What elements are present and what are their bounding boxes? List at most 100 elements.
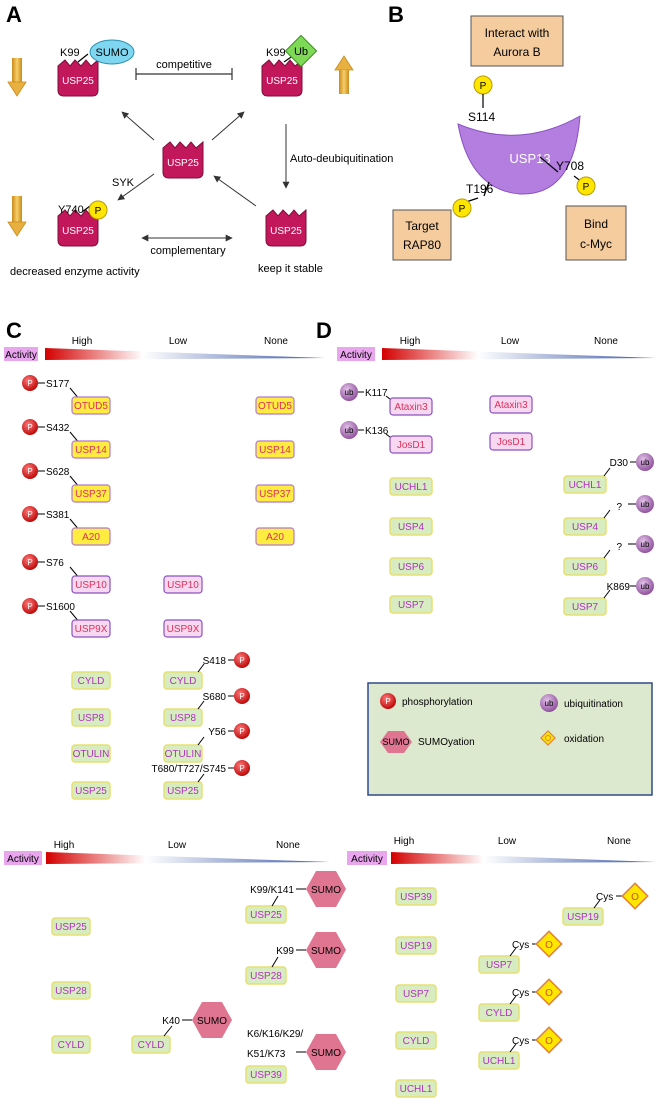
protein-box (395, 887, 437, 906)
svg-text:JosD1: JosD1 (397, 440, 426, 451)
svg-text:USP8: USP8 (78, 713, 105, 724)
f-ox-row-1: USP7 Cys O (478, 930, 563, 974)
svg-text:ub: ub (641, 500, 650, 509)
d-none-row-0: UCHL1 D30 ub (563, 453, 654, 494)
decreased-activity-label: decreased enzyme activity (10, 266, 140, 278)
phospho-ball (22, 506, 38, 522)
legend-sumo: SUMOyation (418, 737, 475, 748)
svg-text:UCHL1: UCHL1 (395, 482, 428, 493)
oxidation-diamond (621, 882, 649, 910)
protein-box (71, 527, 111, 546)
bind-line1: Bind (584, 217, 608, 231)
svg-text:USP19: USP19 (400, 941, 432, 952)
site-label: T680/T727/S745 (152, 764, 227, 775)
ub-ball (636, 535, 654, 553)
d-high-green: UCHL1 USP4 USP6 USP7 (389, 477, 433, 614)
svg-text:P: P (27, 558, 32, 567)
protein-box (478, 1003, 520, 1022)
protein-box (489, 395, 533, 414)
c-low-row-0: CYLD S418 P (163, 652, 250, 690)
oxidation-diamond (540, 730, 556, 746)
d-ub-row-0: ub K117 Ataxin3 (340, 383, 433, 416)
usp25-sumo-node: USP25 SUMO K99 (57, 39, 135, 97)
svg-text:Ataxin3: Ataxin3 (394, 402, 428, 413)
svg-text:P: P (385, 697, 390, 706)
svg-text:CYLD: CYLD (138, 1040, 165, 1051)
protein-box (163, 619, 203, 638)
protein-box (163, 781, 203, 800)
svg-text:A20: A20 (82, 532, 100, 543)
c-low-row-2: OTULIN Y56 P (163, 723, 250, 763)
svg-text:SUMO: SUMO (311, 1048, 341, 1059)
ub-ball (636, 577, 654, 595)
legend-ub: ubiquitination (564, 699, 623, 710)
site-label: Cys (596, 892, 613, 903)
usp25-label: USP25 (266, 76, 298, 87)
y708-site: Y708 (556, 159, 584, 173)
svg-text:P: P (27, 602, 32, 611)
svg-text:ub: ub (545, 699, 554, 708)
svg-text:ub: ub (641, 458, 650, 467)
svg-text:SUMO: SUMO (311, 885, 341, 896)
auto-deub-label: Auto-deubiquitination (290, 153, 393, 165)
e-none-row-0: USP25 K99/K141 SUMO (245, 871, 346, 924)
level-low: Low (168, 840, 187, 851)
protein-box (71, 708, 111, 727)
svg-text:CYLD: CYLD (403, 1036, 430, 1047)
svg-text:UCHL1: UCHL1 (483, 1056, 516, 1067)
sumo-hexagon (192, 1002, 232, 1038)
protein-box (389, 557, 433, 576)
svg-text:CYLD: CYLD (170, 676, 197, 687)
c-low-row-1: USP8 S680 P (163, 688, 250, 727)
sumo-hexagon (306, 1034, 346, 1070)
protein-box (71, 781, 111, 800)
phospho-ball (234, 760, 250, 776)
protein-box (71, 744, 111, 763)
panel-b-letter: B (388, 2, 404, 27)
svg-text:USP25: USP25 (75, 786, 107, 797)
activity-gradient (391, 852, 656, 864)
svg-text:SUMO: SUMO (383, 737, 410, 747)
d-ub-row-1: ub K136 JosD1 (340, 421, 433, 454)
panel-a: A USP25 SUMO K99 USP25 Ub K99 competitiv… (6, 2, 393, 278)
svg-text:P: P (239, 727, 244, 736)
svg-text:UCHL1: UCHL1 (400, 1084, 433, 1095)
level-high: High (394, 836, 415, 847)
protein-box (563, 557, 607, 576)
protein-box (163, 671, 203, 690)
level-low: Low (498, 836, 517, 847)
activity-badge (337, 347, 375, 361)
svg-text:USP10: USP10 (167, 580, 199, 591)
c-high-row-1: P S432 USP14 (22, 419, 111, 459)
phospho-ball (234, 723, 250, 739)
svg-text:A20: A20 (266, 532, 284, 543)
protein-box (255, 440, 295, 459)
site-label: ? (616, 502, 622, 513)
site-label: Cys (512, 988, 529, 999)
site-label: D30 (610, 458, 629, 469)
usp25-stable-node: USP25 (265, 209, 307, 247)
f-high-boxes: USP39 USP19 USP7 CYLD UCHL1 (395, 887, 437, 1098)
protein-box (163, 708, 203, 727)
sumo-hexagon (380, 731, 412, 753)
protein-box (163, 744, 203, 763)
protein-box (71, 440, 111, 459)
d-none-row-2: USP6 ? ub (563, 535, 654, 576)
svg-text:SUMO: SUMO (311, 946, 341, 957)
usp13-crescent (457, 115, 581, 195)
site-label: K117 (365, 388, 388, 399)
svg-text:USP7: USP7 (398, 600, 425, 611)
svg-text:JosD1: JosD1 (497, 437, 526, 448)
e-high-boxes: USP25 USP28 CYLD (51, 917, 91, 1054)
svg-text:P: P (27, 510, 32, 519)
protein-box (389, 397, 433, 416)
phospho-ball (22, 463, 38, 479)
c-high-row-3: P S381 A20 (22, 506, 111, 546)
level-low: Low (501, 336, 520, 347)
usp25-label: USP25 (62, 226, 94, 237)
svg-text:CYLD: CYLD (486, 1008, 513, 1019)
panel-c: C Activity High Low None P S177 OTUD5 P … (4, 318, 325, 800)
aurora-line2: Aurora B (493, 45, 540, 59)
svg-text:O: O (545, 1036, 553, 1047)
